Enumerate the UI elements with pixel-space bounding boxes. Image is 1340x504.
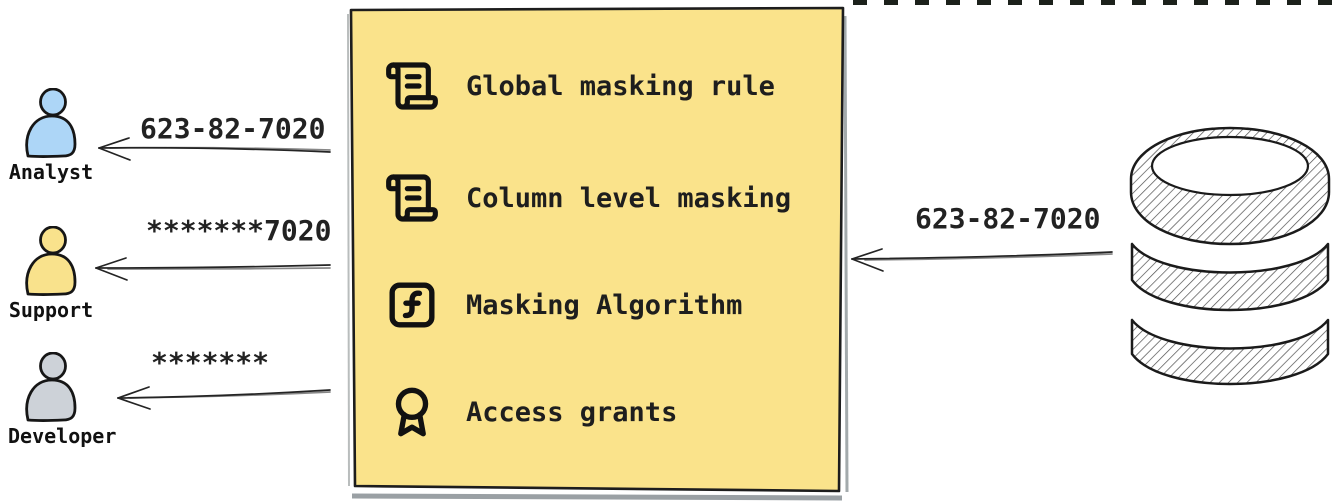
box-sketch-shadow-left [347, 13, 350, 487]
support-person-icon [25, 226, 77, 296]
user-developer: Developer [8, 352, 117, 448]
function-icon [389, 282, 435, 328]
arrow-to-support [95, 257, 331, 281]
box-sketch-shadow-right [843, 15, 849, 493]
support-label: Support [8, 298, 94, 322]
masking-item-label: Access grants [466, 396, 678, 428]
analyst-label: Analyst [8, 160, 94, 184]
masking-item-label: Masking Algorithm [466, 289, 743, 321]
award-icon [395, 387, 429, 437]
masking-item-label: Global masking rule [466, 70, 775, 102]
masking-item-algorithm: Masking Algorithm [384, 277, 742, 333]
support-received-value: *******7020 [146, 214, 332, 247]
developer-label: Developer [8, 424, 117, 448]
masking-box [349, 6, 845, 493]
arrow-database-to-box [851, 248, 1113, 272]
developer-person-icon [25, 352, 77, 422]
database-icon [1129, 126, 1331, 386]
scroll-icon [386, 62, 438, 110]
scroll-icon [386, 174, 438, 222]
analyst-received-value: 623-82-7020 [140, 112, 326, 145]
database-top-face [1150, 135, 1310, 197]
arrow-to-developer [117, 386, 331, 410]
user-analyst: Analyst [8, 88, 94, 184]
user-support: Support [8, 226, 94, 322]
masking-item-access-grants: Access grants [384, 384, 677, 440]
developer-received-value: ******* [151, 346, 270, 379]
masking-item-column-level: Column level masking [384, 170, 791, 226]
database-sent-value: 623-82-7020 [915, 202, 1101, 235]
masking-item-global-rule: Global masking rule [384, 58, 775, 114]
analyst-person-icon [25, 88, 77, 158]
masking-item-label: Column level masking [466, 182, 792, 214]
arrow-to-analyst [98, 137, 331, 161]
box-sketch-shadow-bottom [351, 493, 843, 501]
